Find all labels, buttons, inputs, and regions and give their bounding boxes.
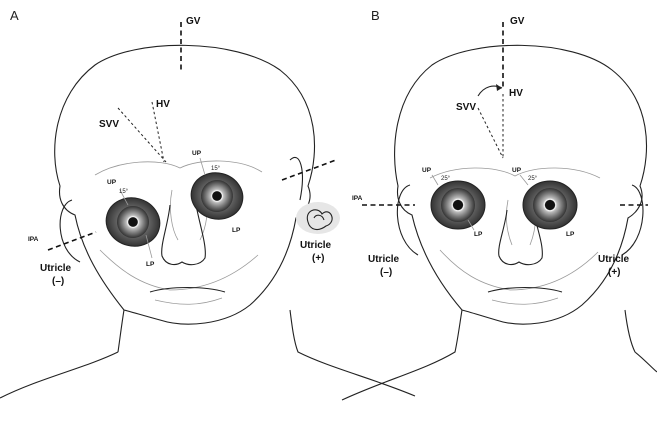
panel-b-lp-left-label: LP	[474, 231, 483, 238]
panel-b-left-eye	[431, 181, 485, 229]
panel-b-chin	[492, 298, 558, 304]
panel-b-utricle-left-sign: (–)	[380, 267, 392, 278]
panel-a-letter: A	[10, 8, 19, 23]
panel-b-utricle-right: Utricle	[598, 254, 630, 265]
panel-a-utricle-right: Utricle	[300, 240, 332, 251]
panel-b-up-pointer-left	[432, 175, 438, 185]
panel-a-ipa-line-left	[48, 232, 96, 250]
panel-b-svv-line	[478, 108, 503, 158]
panel-a-angle-right: 15°	[211, 166, 221, 172]
panel-a-ipa-line-right	[282, 160, 336, 180]
panel-a-shoulders	[0, 310, 415, 398]
panel-a-left-eye	[101, 192, 166, 252]
panel-b: B GV	[342, 8, 657, 400]
panel-b-hv-label: HV	[509, 88, 523, 99]
panel-a-svv-label: SVV	[99, 119, 119, 130]
panel-a: A	[0, 8, 415, 398]
panel-a-ipa-label: IPA	[28, 236, 39, 243]
panel-b-gv-label: GV	[510, 16, 525, 27]
panel-a-utricle-left: Utricle	[40, 263, 72, 274]
panel-b-lp-right-label: LP	[566, 231, 575, 238]
panel-b-right-eye	[523, 181, 577, 229]
panel-b-svv-label: SVV	[456, 102, 476, 113]
panel-a-angle-left: 15°	[119, 189, 129, 195]
panel-a-svv-line	[118, 108, 166, 162]
utricle-organ-icon	[296, 202, 340, 234]
panel-a-hv-label: HV	[156, 99, 170, 110]
panel-b-right-ear	[622, 185, 643, 255]
panel-b-rotation-arrowhead	[496, 84, 502, 91]
panel-b-up-pointer-right	[520, 175, 528, 185]
panel-a-lp-left-label: LP	[146, 261, 155, 268]
panel-b-letter: B	[371, 8, 380, 23]
panel-a-utricle-right-sign: (+)	[312, 253, 325, 264]
panel-a-nose	[162, 205, 206, 265]
panel-a-right-ear	[290, 157, 302, 200]
panel-b-ipa-label: IPA	[352, 195, 363, 202]
panel-b-angle-left: 25°	[441, 176, 451, 182]
panel-a-chin	[155, 298, 222, 304]
panel-b-left-ear	[397, 185, 418, 255]
panel-b-angle-right: 25°	[528, 176, 538, 182]
panel-a-up-right-label: UP	[192, 150, 202, 157]
panel-b-utricle-right-sign: (+)	[608, 267, 621, 278]
panel-b-utricle-left: Utricle	[368, 254, 400, 265]
panel-b-up-left-label: UP	[422, 167, 432, 174]
panel-a-up-pointer-right	[200, 158, 205, 175]
panel-a-up-left-label: UP	[107, 179, 117, 186]
panel-a-left-ear	[60, 200, 80, 262]
panel-a-head	[55, 45, 315, 324]
panel-a-gv-label: GV	[186, 16, 201, 27]
panel-b-mouth	[488, 288, 562, 293]
panel-a-lp-right-label: LP	[232, 227, 241, 234]
panel-a-utricle-left-sign: (–)	[52, 276, 64, 287]
panel-a-right-eye	[186, 167, 248, 225]
panel-b-up-right-label: UP	[512, 167, 522, 174]
